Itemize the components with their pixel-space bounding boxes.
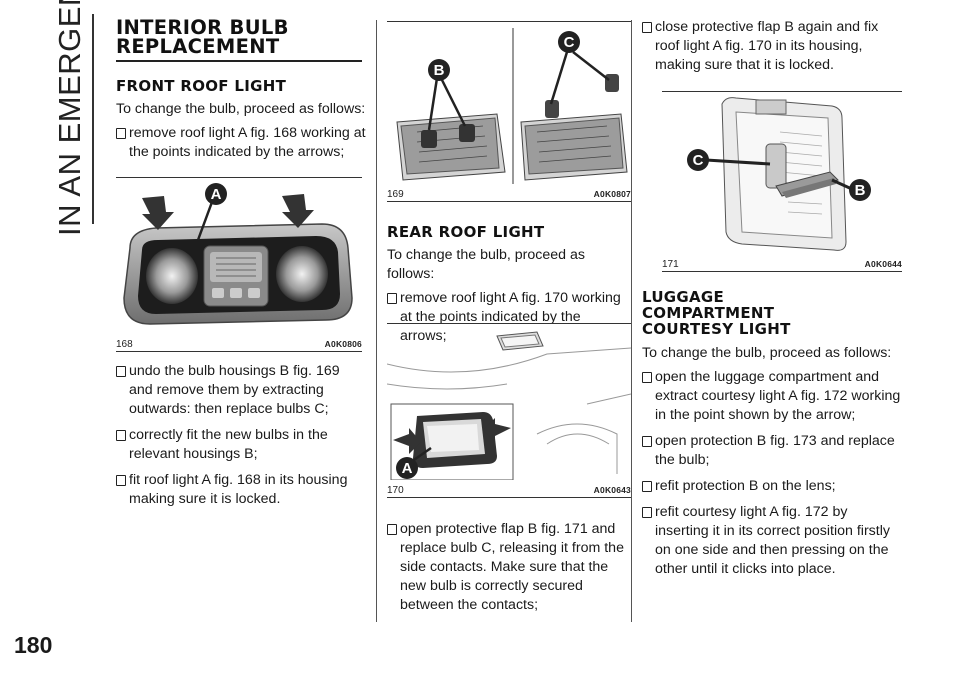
list-item: refit protection B on the lens;	[642, 477, 904, 496]
checkbox-bullet-icon	[387, 524, 397, 535]
page-number: 180	[14, 632, 53, 658]
subheading-rear-roof-light: REAR ROOF LIGHT	[387, 223, 545, 241]
column-2: REAR ROOF LIGHT To change the bulb, proc…	[387, 224, 631, 346]
figure-170: A 170 A0K0643	[386, 323, 632, 498]
figure-code: A0K0644	[864, 259, 902, 269]
figure-code: A0K0806	[324, 339, 362, 349]
list-item: correctly fit the new bulbs in the relev…	[116, 426, 366, 464]
roof-light-illustration: A	[123, 183, 353, 325]
rear-roof-light-illustration: A	[386, 331, 632, 481]
figure-number: 169	[387, 189, 404, 200]
list-item: open protective flap B fig. 171 and repl…	[387, 520, 631, 615]
figure-number: 170	[387, 485, 404, 496]
list-item: remove roof light A fig. 168 working at …	[116, 124, 366, 162]
figure-number: 171	[662, 259, 679, 270]
chapter-side-title: IN AN EMERGENCY	[52, 0, 87, 236]
figure-label-c: C	[564, 34, 575, 51]
housing-right	[520, 74, 628, 181]
arrow-icon	[282, 194, 314, 228]
subheading-luggage-courtesy-light: LUGGAGE COMPARTMENT COURTESY LIGHT	[642, 288, 791, 338]
intro-text: To change the bulb, proceed as follows:	[116, 101, 366, 117]
checkbox-bullet-icon	[642, 436, 652, 447]
figure-label-b: B	[855, 182, 866, 199]
checkbox-bullet-icon	[642, 372, 652, 383]
list-item: undo the bulb housings B fig. 169 and re…	[116, 362, 366, 419]
arrow-icon	[393, 428, 421, 454]
arrow-icon	[483, 418, 511, 442]
list-item: fit roof light A fig. 168 in its housing…	[116, 471, 366, 509]
column-3: close protective flap B again and fix ro…	[642, 18, 904, 75]
figure-code: A0K0643	[593, 485, 631, 495]
intro-text: To change the bulb, proceed as follows:	[387, 247, 585, 282]
figure-label-b: B	[434, 62, 445, 79]
arrow-icon	[142, 196, 174, 230]
checkbox-bullet-icon	[642, 507, 652, 518]
housing-left	[396, 113, 506, 181]
section-heading: INTERIOR BULB REPLACEMENT	[116, 16, 289, 58]
checkbox-bullet-icon	[116, 366, 126, 377]
column-1: INTERIOR BULB REPLACEMENT FRONT ROOF LIG…	[116, 18, 366, 162]
list-item: open protection B fig. 173 and replace t…	[642, 432, 904, 470]
checkbox-bullet-icon	[387, 293, 397, 304]
side-divider	[92, 14, 94, 224]
column-divider-2	[631, 20, 632, 622]
intro-text: To change the bulb, proceed as follows:	[642, 345, 892, 361]
figure-label-a: A	[211, 186, 222, 203]
column-divider-1	[376, 20, 377, 622]
figure-code: A0K0807	[593, 189, 631, 199]
figure-169: B C 169 A0K0807	[387, 21, 631, 202]
list-item: remove roof light A fig. 170 working at …	[387, 289, 631, 346]
checkbox-bullet-icon	[642, 22, 652, 33]
list-item: refit courtesy light A fig. 172 by inser…	[642, 503, 904, 579]
checkbox-bullet-icon	[116, 128, 126, 139]
list-item: open the luggage compartment and extract…	[642, 368, 904, 425]
subheading-front-roof-light: FRONT ROOF LIGHT	[116, 77, 287, 95]
checkbox-bullet-icon	[642, 481, 652, 492]
figure-171: C B 171 A0K0644	[662, 91, 902, 272]
figure-label-c: C	[693, 152, 704, 169]
figure-number: 168	[116, 339, 133, 350]
heading-underline	[116, 60, 362, 62]
protective-flap-illustration: C B	[687, 97, 871, 251]
figure-label-a: A	[402, 460, 413, 477]
checkbox-bullet-icon	[116, 430, 126, 441]
checkbox-bullet-icon	[116, 475, 126, 486]
figure-168: A 168 A0K0806	[116, 177, 362, 352]
bulb-housings-illustration: B C	[396, 28, 628, 184]
list-item: close protective flap B again and fix ro…	[642, 18, 904, 75]
